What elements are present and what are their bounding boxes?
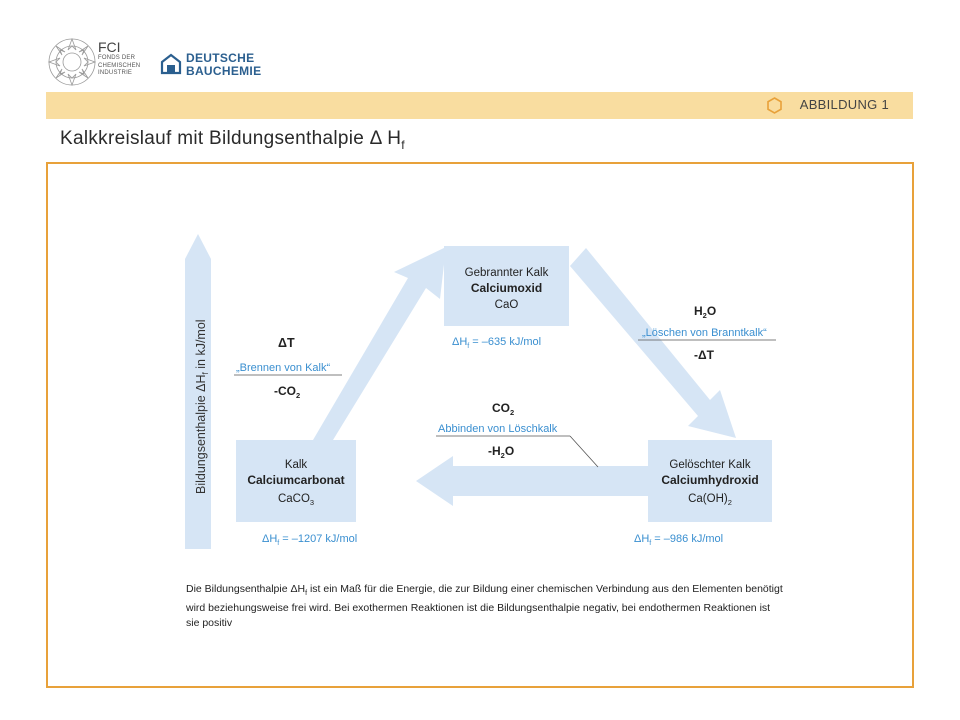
- brennen-bottom: -CO2: [274, 384, 300, 400]
- diagram-frame: Bildungsenthalpie ΔHf in kJ/mol Gebrannt…: [46, 162, 914, 688]
- fci-line1: FONDS DER: [98, 55, 136, 61]
- abbinden-top: CO2: [492, 401, 514, 417]
- loeschen-bottom: -ΔT: [694, 348, 715, 362]
- page-title: Kalkkreislauf mit Bildungsenthalpie Δ Hf: [60, 128, 405, 152]
- abbinden-leader: [569, 435, 599, 468]
- enthalpy-axis-label: Bildungsenthalpie ΔHf in kJ/mol: [194, 319, 210, 494]
- calciumhydroxid-formula: Ca(OH)2: [688, 493, 732, 507]
- caption-part1: Die Bildungsenthalpie ΔH: [186, 583, 306, 595]
- arrow-brennen: [313, 247, 446, 440]
- calciumoxid-name: Calciumoxid: [471, 281, 542, 295]
- db-line2: BAUCHEMIE: [186, 63, 262, 78]
- reaction-abbinden: CO2 Abbinden von Löschkalk -H2O: [436, 401, 599, 468]
- calciumhydroxid-common: Gelöschter Kalk: [669, 459, 750, 471]
- figure-label: ABBILDUNG 1: [799, 97, 889, 112]
- calciumcarbonat-formula: CaCO3: [278, 493, 314, 507]
- fci-line2: CHEMISCHEN: [98, 62, 141, 69]
- loeschen-top: H2O: [694, 304, 716, 320]
- brennen-label: „Brennen von Kalk“: [236, 362, 330, 374]
- arrow-loeschen: [570, 248, 736, 438]
- page-title-text: Kalkkreislauf mit Bildungsenthalpie Δ H: [60, 128, 402, 149]
- enthalpy-axis-arrow: [185, 234, 211, 549]
- reaction-brennen: ΔT „Brennen von Kalk“ -CO2: [234, 336, 342, 400]
- bauchemie-wordmark: DEUTSCHE BAUCHEMIE: [186, 52, 261, 77]
- caption-part2: ist ein Maß für die Energie, die zur Bil…: [186, 583, 783, 630]
- reaction-loeschen: H2O „Löschen von Branntkalk“ -ΔT: [638, 304, 776, 362]
- lime-cycle-diagram: Bildungsenthalpie ΔHf in kJ/mol Gebrannt…: [185, 234, 776, 549]
- node-calciumcarbonat: Kalk Calciumcarbonat CaCO3: [236, 440, 356, 522]
- node-calciumoxid: Gebrannter Kalk Calciumoxid CaO: [444, 246, 569, 326]
- calciumoxid-common: Gebrannter Kalk: [465, 267, 549, 279]
- calciumcarbonat-enthalpy: ΔHf = –1207 kJ/mol: [262, 533, 357, 547]
- fci-rosette-icon: [47, 37, 97, 87]
- page-title-sub: f: [401, 137, 405, 152]
- diagram-caption: Die Bildungsenthalpie ΔHf ist ein Maß fü…: [186, 582, 786, 631]
- calciumcarbonat-name: Calciumcarbonat: [247, 473, 344, 487]
- fci-short: FCI: [98, 39, 121, 55]
- calciumoxid-enthalpy: ΔHf = –635 kJ/mol: [452, 336, 541, 350]
- db-line1: DEUTSCHE: [186, 51, 255, 65]
- calciumhydroxid-enthalpy: ΔHf = –986 kJ/mol: [634, 533, 723, 547]
- caption-sub: f: [305, 590, 308, 598]
- hexagon-icon: [767, 97, 782, 114]
- calciumhydroxid-name: Calciumhydroxid: [661, 473, 758, 487]
- calciumcarbonat-common: Kalk: [285, 459, 308, 471]
- abbinden-bottom: -H2O: [488, 444, 514, 460]
- calciumoxid-formula: CaO: [495, 299, 519, 311]
- fci-logo: FCI FONDS DER CHEMISCHEN INDUSTRIE: [46, 34, 156, 92]
- bauchemie-house-icon: [160, 53, 182, 75]
- header-band: ABBILDUNG 1: [46, 92, 913, 119]
- brennen-top: ΔT: [278, 336, 295, 350]
- abbinden-label: Abbinden von Löschkalk: [438, 423, 558, 435]
- node-calciumhydroxid: Gelöschter Kalk Calciumhydroxid Ca(OH)2: [648, 440, 772, 522]
- loeschen-label: „Löschen von Branntkalk“: [642, 327, 767, 339]
- fci-wordmark: FCI FONDS DER CHEMISCHEN INDUSTRIE: [98, 40, 140, 78]
- arrow-abbinden: [416, 456, 648, 506]
- fci-line3: INDUSTRIE: [98, 70, 133, 76]
